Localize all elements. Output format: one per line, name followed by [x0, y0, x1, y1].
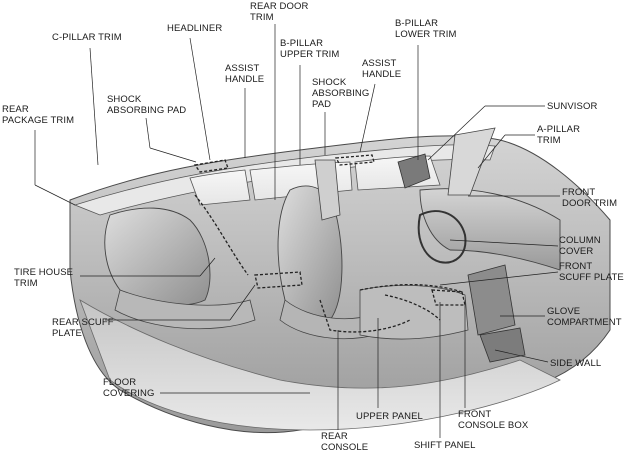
- leader-lines: [34, 24, 560, 438]
- label-upper-panel: UPPER PANEL: [356, 411, 423, 422]
- label-sunvisor: SUNVISOR: [547, 101, 598, 112]
- rear-seat-cushion: [114, 289, 256, 330]
- side-wall-shape: [479, 327, 526, 363]
- glove-box-shape: [467, 264, 516, 336]
- label-c-pillar-trim: C-PILLAR TRIM: [52, 32, 122, 43]
- label-shift-panel: SHIFT PANEL: [414, 440, 476, 451]
- steering-wheel: [417, 210, 467, 264]
- label-headliner: HEADLINER: [167, 23, 223, 34]
- dashboard: [419, 188, 561, 271]
- rear-window: [189, 169, 251, 206]
- a-pillar-shape: [447, 127, 496, 196]
- trim-outlines: [193, 154, 466, 333]
- b-pillar: [314, 159, 341, 221]
- sunvisor-shape: [397, 153, 431, 189]
- console-shape: [359, 285, 469, 340]
- label-side-wall: SIDE WALL: [550, 358, 602, 369]
- rear-seat: [104, 207, 211, 306]
